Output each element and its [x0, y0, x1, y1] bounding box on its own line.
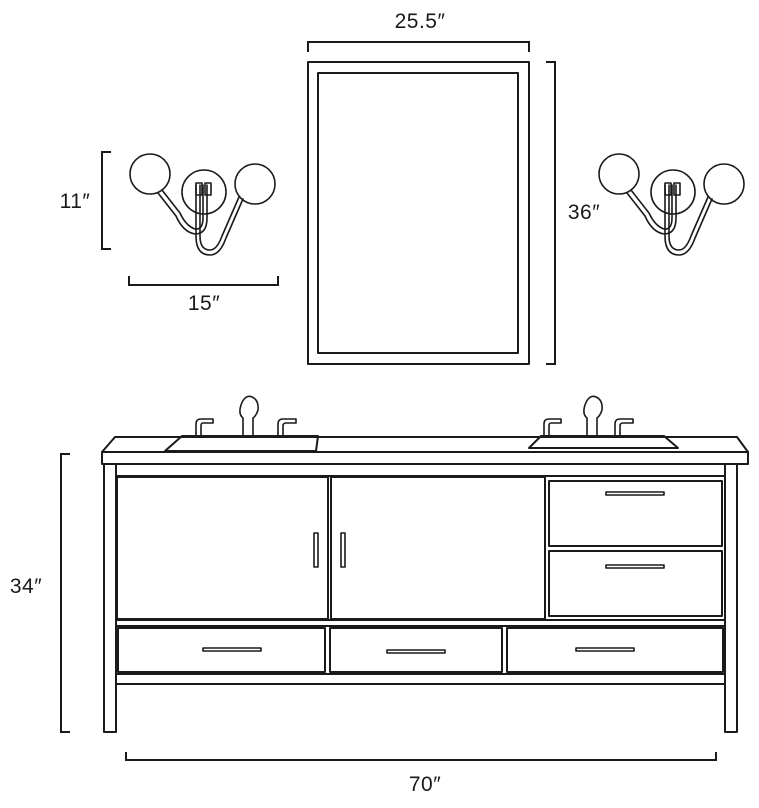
- left-sconce-globe-left: [129, 153, 171, 195]
- left-faucet: [195, 395, 297, 438]
- sconce-height-dimension: 11″: [60, 151, 111, 250]
- mirror-inner-frame: [317, 72, 519, 354]
- right-door-handle: [340, 532, 346, 568]
- bottom-right-drawer: [506, 627, 724, 673]
- lower-right-drawer-handle: [605, 564, 665, 569]
- bottom-center-drawer-handle: [386, 649, 446, 654]
- mirror-outer-frame: [307, 61, 530, 365]
- sconce-height-label: 11″: [60, 190, 91, 213]
- vanity-left-leg: [103, 463, 117, 733]
- mirror-height-label: 36″: [568, 201, 600, 224]
- bottom-right-drawer-handle: [575, 647, 635, 652]
- mirror-height-dimension: 36″: [546, 61, 600, 365]
- vanity-top-rail: [115, 463, 726, 477]
- right-sink: [528, 435, 679, 449]
- left-cabinet-door: [116, 476, 329, 620]
- right-faucet: [543, 395, 634, 438]
- vanity-width-dimension: 70″: [125, 752, 717, 796]
- vanity-right-leg: [724, 463, 738, 733]
- upper-right-drawer-handle: [605, 491, 665, 496]
- lower-right-drawer: [548, 550, 723, 617]
- left-door-handle: [313, 532, 319, 568]
- vanity-countertop: [101, 436, 749, 453]
- mirror-width-dimension: 25.5″: [307, 10, 530, 52]
- right-sconce-globe-left: [598, 153, 640, 195]
- left-sink: [164, 435, 319, 452]
- bottom-left-drawer-handle: [202, 647, 262, 652]
- vanity-height-dimension: 34″: [10, 453, 70, 733]
- vanity-middle-rail: [115, 619, 726, 627]
- bottom-center-drawer: [329, 627, 503, 673]
- left-sconce-globe-right: [234, 163, 276, 205]
- mirror-width-label: 25.5″: [395, 10, 446, 33]
- right-sconce-backplate: [650, 169, 696, 215]
- left-sconce-backplate: [181, 169, 227, 215]
- sconce-width-dimension: 15″: [128, 276, 279, 315]
- mirror: [307, 61, 530, 365]
- right-sconce-globe-right: [703, 163, 745, 205]
- bottom-left-drawer: [117, 627, 326, 673]
- sconce-width-label: 15″: [188, 292, 220, 315]
- upper-right-drawer: [548, 480, 723, 547]
- vanity-height-label: 34″: [10, 575, 42, 598]
- vanity-countertop-edge: [101, 451, 749, 465]
- left-sconce: [129, 153, 276, 256]
- right-sconce: [598, 153, 745, 256]
- vanity-width-label: 70″: [409, 773, 441, 796]
- right-cabinet-door: [330, 476, 546, 620]
- vanity-bottom-rail: [115, 673, 726, 685]
- vanity: [101, 395, 749, 733]
